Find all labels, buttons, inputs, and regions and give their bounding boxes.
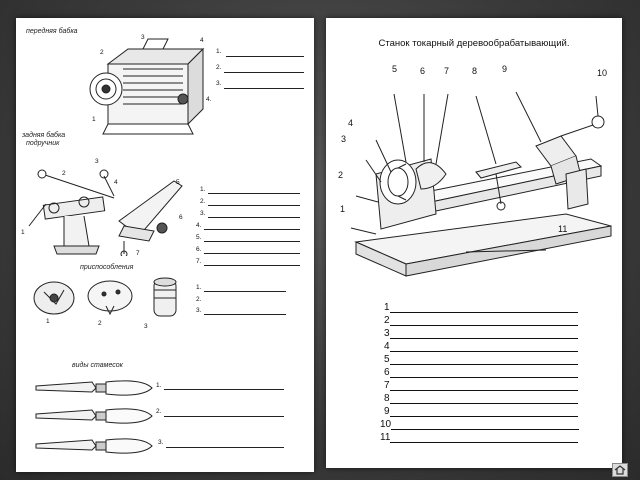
answer-line[interactable] — [391, 419, 580, 430]
answer-line[interactable] — [389, 393, 578, 404]
answer-row[interactable]: 7 — [384, 380, 578, 391]
home-button[interactable] — [612, 463, 628, 477]
fixtures-title: приспособления — [80, 264, 134, 271]
chisels-answer-line[interactable] — [164, 416, 284, 417]
tailstock-item-label: 1. — [200, 186, 206, 193]
fixtures-drawing — [33, 277, 177, 317]
tailstock-item-label: 6. — [196, 246, 202, 253]
tailstock-subtitle: подручник — [26, 140, 60, 147]
headstock-title: передняя бабка — [26, 28, 78, 35]
answer-row[interactable]: 4 — [384, 341, 578, 352]
answer-row[interactable]: 10 — [380, 419, 580, 430]
chisels-answer-line[interactable] — [166, 447, 284, 448]
headstock-callout-1: 1 — [92, 116, 96, 123]
chisels-item-label: 1. — [156, 382, 162, 389]
tailstock-callout-2: 2 — [62, 170, 66, 177]
answer-row[interactable]: 6 — [384, 367, 578, 378]
answer-line[interactable] — [390, 432, 579, 443]
chisels-item-label: 3. — [158, 439, 164, 446]
answer-line[interactable] — [389, 367, 578, 378]
tailstock-answer-line[interactable] — [208, 205, 300, 206]
tailstock-callout-4: 4 — [114, 179, 118, 186]
tailstock-item-label: 5. — [196, 234, 202, 241]
tailstock-item-label: 2. — [200, 198, 206, 205]
tailstock-answer-line[interactable] — [208, 193, 300, 194]
answer-row[interactable]: 1 — [384, 302, 578, 313]
tailstock-callout-3: 3 — [95, 158, 99, 165]
lathe-callout-6: 6 — [420, 66, 426, 76]
fixtures-callout-3: 3 — [144, 323, 148, 330]
answer-line[interactable] — [389, 341, 578, 352]
fixtures-item-label: 1. — [196, 284, 202, 291]
lathe-callout-9: 9 — [502, 64, 508, 74]
tailstock-callout-7: 7 — [136, 250, 140, 257]
headstock-callout-2: 2 — [100, 49, 104, 56]
lathe-callout-10: 10 — [597, 68, 608, 78]
tailstock-callout-1: 1 — [21, 229, 25, 236]
fixtures-answer-line[interactable] — [204, 314, 286, 315]
tailstock-answer-line[interactable] — [208, 217, 300, 218]
worksheet-left-page: передняя бабка 2 3 4 1 1. 2. 3. 4. задня… — [16, 18, 314, 472]
answer-row[interactable]: 5 — [384, 354, 578, 365]
headstock-item-label: 1. — [216, 48, 222, 55]
fixtures-callout-2: 2 — [98, 320, 102, 327]
fixtures-item-label: 2. — [196, 296, 202, 303]
tailstock-callout-6: 6 — [179, 214, 183, 221]
answer-line[interactable] — [389, 354, 578, 365]
headstock-callout-3: 3 — [141, 34, 145, 41]
lathe-drawing — [350, 91, 612, 277]
answer-row[interactable]: 2 — [384, 315, 578, 326]
fixtures-callout-1: 1 — [46, 318, 50, 325]
lathe-callout-4: 4 — [348, 118, 354, 128]
answer-row[interactable]: 9 — [384, 406, 578, 417]
lathe-callout-1: 1 — [340, 204, 346, 214]
tailstock-answer-line[interactable] — [204, 253, 300, 254]
chisels-item-label: 2. — [156, 408, 162, 415]
headstock-answer-line[interactable] — [224, 88, 304, 89]
headstock-drawing — [89, 38, 205, 135]
home-icon — [614, 465, 626, 475]
answer-line[interactable] — [389, 406, 578, 417]
headstock-item-label: 2. — [216, 64, 222, 71]
headstock-answer-line[interactable] — [224, 72, 304, 73]
lathe-callout-2: 2 — [338, 170, 344, 180]
fixtures-item-label: 3. — [196, 307, 202, 314]
tailstock-answer-line[interactable] — [204, 241, 300, 242]
lathe-callout-7: 7 — [444, 66, 450, 76]
headstock-answer-line[interactable] — [226, 56, 304, 57]
fixtures-answer-line[interactable] — [204, 291, 286, 292]
headstock-item-label: 4. — [206, 96, 212, 103]
answer-line[interactable] — [389, 302, 578, 313]
lathe-callout-8: 8 — [472, 66, 478, 76]
lathe-callout-3: 3 — [341, 134, 347, 144]
tailstock-item-label: 3. — [200, 210, 206, 217]
tailstock-answer-line[interactable] — [204, 229, 300, 230]
headstock-callout-4: 4 — [200, 37, 204, 44]
answer-row[interactable]: 3 — [384, 328, 578, 339]
chisels-answer-line[interactable] — [164, 389, 284, 390]
lathe-callout-11: 11 — [558, 224, 568, 234]
tailstock-answer-line[interactable] — [204, 265, 300, 266]
headstock-item-label: 3. — [216, 80, 222, 87]
tailstock-callout-5: 5 — [176, 179, 180, 186]
tailstock-item-label: 7. — [196, 258, 202, 265]
lathe-title: Станок токарный деревообрабатывающий. — [378, 38, 570, 49]
answer-line[interactable] — [389, 328, 578, 339]
chisels-title: виды стамесок — [72, 362, 123, 369]
tailstock-item-label: 4. — [196, 222, 202, 229]
worksheet-right-page: Станок токарный деревообрабатывающий. — [326, 18, 622, 468]
chisels-drawing — [35, 380, 153, 454]
answer-row[interactable]: 8 — [384, 393, 578, 404]
tailstock-drawing — [28, 169, 183, 256]
answer-row[interactable]: 11 — [380, 432, 579, 443]
tailstock-title: задняя бабка — [22, 132, 66, 139]
lathe-callout-5: 5 — [392, 64, 398, 74]
answer-line[interactable] — [389, 380, 578, 391]
answer-line[interactable] — [389, 315, 578, 326]
